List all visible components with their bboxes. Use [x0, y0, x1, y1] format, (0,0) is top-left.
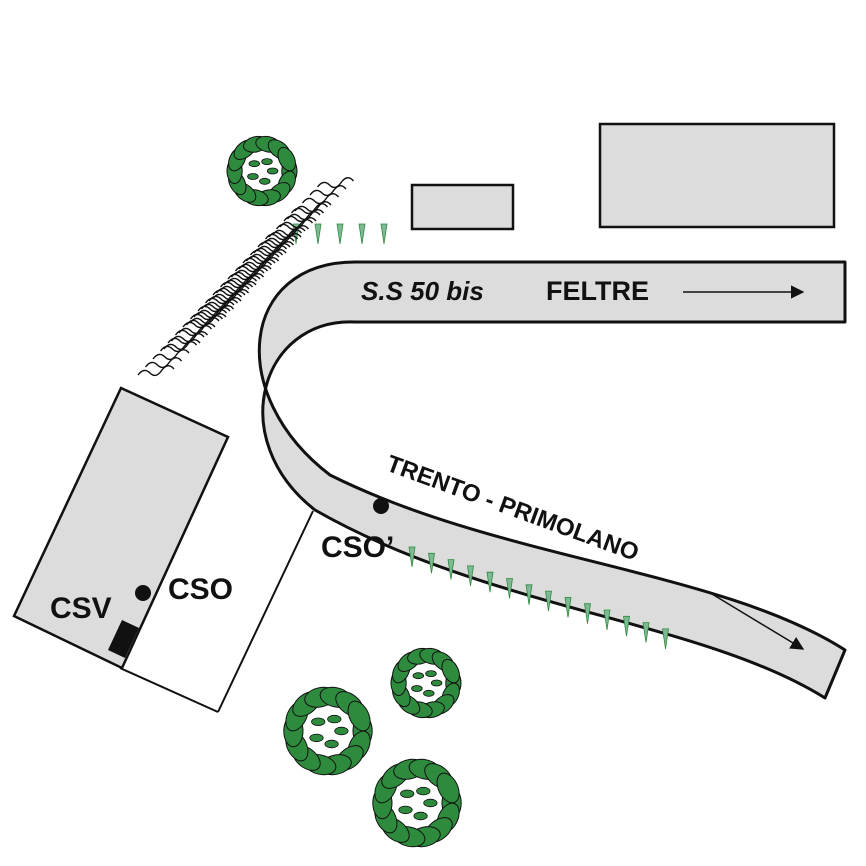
tree-icon: [283, 686, 373, 776]
shrub-stroke: [137, 365, 175, 377]
shrub-stroke: [294, 201, 332, 213]
tree-leaf: [347, 700, 371, 732]
tree-icon: [372, 758, 462, 848]
grass-blade: [603, 609, 611, 631]
tree-leaf: [324, 739, 339, 749]
building-large: [598, 122, 836, 229]
grass-blade: [314, 223, 322, 245]
grass-blade: [428, 552, 435, 574]
tree-leaf: [411, 685, 423, 692]
shrub-stroke: [219, 277, 258, 289]
arrow-icon: [711, 593, 805, 650]
grass-blade: [486, 571, 494, 593]
station-marker-cso: [135, 585, 151, 601]
grass-blade: [662, 628, 669, 649]
tree-leaf: [398, 805, 413, 815]
shrub-stroke: [309, 185, 347, 197]
grass-blade: [467, 565, 474, 586]
shrub-stroke: [212, 285, 250, 297]
tree-leaf: [247, 173, 259, 180]
tree-leaf: [248, 160, 261, 168]
road: [257, 260, 847, 700]
shrub-stroke: [283, 211, 321, 223]
shrub-stroke: [174, 325, 213, 337]
tree-leaf: [311, 717, 326, 726]
shrub-stroke: [290, 203, 329, 215]
grass-blade: [506, 578, 513, 599]
shrub-stroke: [249, 245, 288, 257]
shrub-stroke: [227, 269, 265, 281]
tree-leaf: [412, 672, 425, 680]
tree-leaf: [441, 658, 460, 684]
tree-leaf: [425, 670, 437, 677]
tree-leaf: [423, 798, 438, 808]
yard-fence: [119, 510, 314, 713]
tree-icon: [390, 647, 462, 719]
grass-blade: [623, 615, 630, 637]
tree-leaf: [436, 772, 460, 804]
tree-leaf: [327, 714, 342, 724]
shrub-stroke: [204, 293, 243, 305]
tree-leaf: [334, 726, 349, 736]
building-small: [410, 183, 515, 231]
direction-feltre: FELTRE: [546, 276, 649, 306]
grass-blade: [642, 622, 650, 643]
grass-blade: [380, 223, 388, 245]
grass-blade: [525, 584, 533, 605]
csv-box-icon: [108, 620, 139, 658]
shrub-stroke: [189, 309, 228, 321]
label-cso: CSO: [168, 573, 233, 606]
grass-blade: [447, 559, 455, 580]
grass-blade: [408, 546, 416, 568]
tree-icon: [226, 135, 298, 207]
tree-leaf: [416, 786, 431, 796]
shrub-stroke: [234, 261, 273, 273]
tree-leaf: [423, 689, 435, 697]
shrub-stroke: [301, 193, 340, 205]
grass-blade: [336, 223, 344, 245]
tree-leaf: [309, 733, 324, 743]
shrub-stroke: [257, 237, 295, 249]
tree-leaf: [277, 146, 296, 172]
road-name: S.S 50 bis: [361, 276, 484, 306]
shrub-stroke: [242, 253, 280, 265]
shrub-stroke: [316, 177, 355, 189]
grass-blade: [358, 223, 366, 245]
shrub-stroke: [152, 349, 190, 361]
grass-blade: [545, 590, 552, 612]
shrub-stroke: [144, 357, 183, 369]
grass-blade: [564, 597, 572, 618]
shrub-stroke: [182, 317, 220, 329]
label-cso-prime: CSO’: [321, 531, 394, 564]
tree-leaf: [261, 158, 273, 166]
tree-leaf: [266, 167, 279, 175]
shrub-stroke: [159, 341, 198, 353]
tree-leaf: [259, 177, 271, 185]
tree-leaf: [430, 679, 443, 687]
shrub-icon: [137, 177, 355, 377]
shrub-stroke: [197, 301, 235, 313]
tree-leaf: [413, 811, 428, 821]
station-marker-cso-prime: [373, 498, 389, 514]
shrub-stroke: [167, 333, 205, 345]
grass-icon: [408, 546, 669, 649]
grass-blade: [584, 603, 591, 624]
shrub-stroke: [264, 229, 303, 241]
label-csv: CSV: [50, 592, 112, 625]
tree-leaf: [400, 789, 415, 798]
